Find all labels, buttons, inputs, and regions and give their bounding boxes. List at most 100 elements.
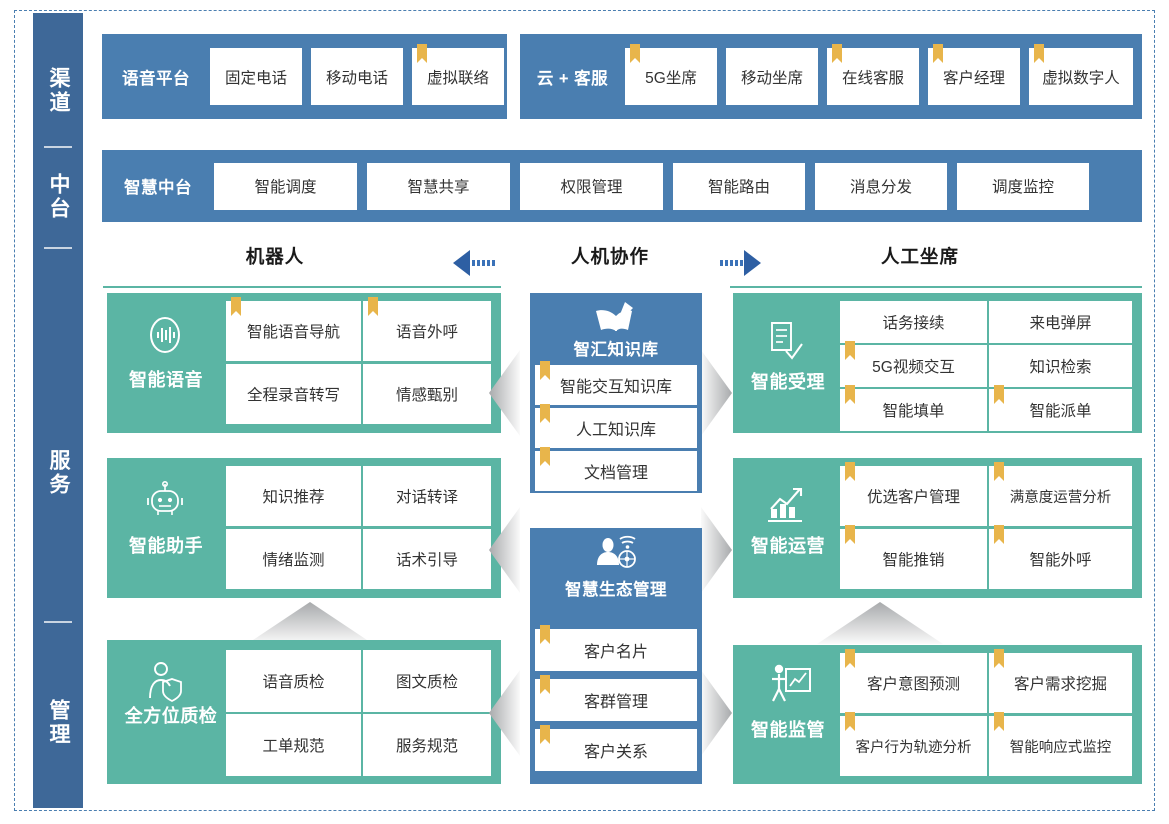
diagram-outer-frame xyxy=(14,10,1155,811)
ribbon-icon xyxy=(845,712,855,731)
cell-smart-voice-navigation[interactable]: 智能语音导航 xyxy=(226,297,361,361)
channel-chip-mobile-seat[interactable]: 移动坐席 xyxy=(726,48,818,105)
cell-knowledge-search[interactable]: 知识检索 xyxy=(989,345,1132,387)
cell-knowledge-recommendation[interactable]: 知识推荐 xyxy=(226,466,361,526)
krow-manual-knowledge-base[interactable]: 人工知识库 xyxy=(535,404,697,448)
cell-text-image-quality-check[interactable]: 图文质检 xyxy=(363,650,491,712)
section-header-robot: 机器人 xyxy=(245,246,305,267)
cell-call-handover[interactable]: 话务接续 xyxy=(840,301,987,343)
arrow-right-center-lower-icon xyxy=(700,668,734,758)
cell-incoming-call-popup-label: 来电弹屏 xyxy=(1029,315,1092,332)
rail-label-channel: 渠道 xyxy=(47,67,71,115)
ribbon-icon xyxy=(845,525,855,544)
channel-chip-5g-seat[interactable]: 5G坐席 xyxy=(625,44,717,105)
cell-customer-demand-mining-label: 客户需求挖掘 xyxy=(1013,676,1107,693)
channel-group-cloud-service: 云 + 客服 5G坐席 移动坐席 在线客服 客户经理 虚拟数字人 xyxy=(520,34,1142,119)
cell-dialogue-translation[interactable]: 对话转译 xyxy=(363,466,491,526)
arrow-right-center-mid-icon xyxy=(700,505,734,595)
channel-chip-online-service[interactable]: 在线客服 xyxy=(827,44,919,105)
cell-smart-outbound[interactable]: 智能外呼 xyxy=(989,525,1132,589)
rail-label-platform: 中台 xyxy=(47,173,71,221)
cell-smart-dispatching[interactable]: 智能派单 xyxy=(989,385,1132,431)
channel-group-cloud-service-title: 云 + 客服 xyxy=(536,69,609,88)
cell-voice-outbound[interactable]: 语音外呼 xyxy=(363,297,491,361)
cell-emotion-monitoring[interactable]: 情绪监测 xyxy=(226,529,361,589)
arrow-left-tail xyxy=(472,260,496,266)
ribbon-icon xyxy=(845,649,855,668)
channel-chip-virtual-contact[interactable]: 虚拟联络 xyxy=(412,44,504,105)
platform-chip-smart-sharing-label: 智慧共享 xyxy=(407,179,470,196)
cell-smart-marketing-label: 智能推销 xyxy=(882,552,945,569)
cell-customer-behavior-trace-analysis[interactable]: 客户行为轨迹分析 xyxy=(840,712,987,776)
arrow-up-right-icon xyxy=(815,600,945,644)
cell-ticket-standard[interactable]: 工单规范 xyxy=(226,714,361,776)
cell-incoming-call-popup[interactable]: 来电弹屏 xyxy=(989,301,1132,343)
center-panel-eco-management-title: 智慧生态管理 xyxy=(565,581,667,599)
ribbon-icon xyxy=(231,297,241,316)
cell-knowledge-recommendation-label: 知识推荐 xyxy=(262,489,325,506)
channel-chip-landline[interactable]: 固定电话 xyxy=(210,48,302,105)
arrow-left-center-lower-icon xyxy=(487,668,521,758)
cell-service-standard[interactable]: 服务规范 xyxy=(363,714,491,776)
channel-chip-mobile-phone-label: 移动电话 xyxy=(325,69,388,87)
cell-preferred-customer-management[interactable]: 优选客户管理 xyxy=(840,462,987,526)
ribbon-icon xyxy=(540,361,550,380)
cell-satisfaction-operation-analysis[interactable]: 满意度运营分析 xyxy=(989,462,1132,526)
arrow-left-center-upper-icon xyxy=(487,348,521,438)
platform-chip-smart-sharing[interactable]: 智慧共享 xyxy=(367,162,510,210)
channel-chip-mobile-phone[interactable]: 移动电话 xyxy=(311,48,403,105)
channel-chip-account-manager[interactable]: 客户经理 xyxy=(928,44,1020,105)
platform-chip-permission-mgmt[interactable]: 权限管理 xyxy=(520,162,663,210)
rail-label-service: 服务 xyxy=(47,449,71,497)
cell-voice-outbound-label: 语音外呼 xyxy=(395,324,458,341)
rail-segment-service: 服务 xyxy=(33,343,83,603)
person-network-icon xyxy=(590,535,642,575)
krow-interactive-knowledge-base[interactable]: 智能交互知识库 xyxy=(535,361,697,405)
cell-script-guidance[interactable]: 话术引导 xyxy=(363,529,491,589)
krow-customer-group-management[interactable]: 客群管理 xyxy=(535,675,697,721)
ribbon-icon xyxy=(994,525,1004,544)
platform-chip-smart-routing[interactable]: 智能路由 xyxy=(673,162,805,210)
section-header-collaboration: 人机协作 xyxy=(570,246,649,267)
arrow-right-center-upper-icon xyxy=(700,348,734,438)
krow-customer-group-management-label: 客群管理 xyxy=(583,694,648,711)
cell-voice-quality-check[interactable]: 语音质检 xyxy=(226,650,361,712)
cell-script-guidance-label: 话术引导 xyxy=(395,552,458,569)
arrow-right-tail xyxy=(720,260,744,266)
cell-emotion-discrimination-label: 情感甄别 xyxy=(395,387,458,404)
right-group-smart-operation-label: 智能运营 xyxy=(751,536,825,556)
cell-full-recording-transcription[interactable]: 全程录音转写 xyxy=(226,364,361,424)
cell-customer-intent-prediction[interactable]: 客户意图预测 xyxy=(840,649,987,713)
channel-chip-online-service-label: 在线客服 xyxy=(841,69,904,87)
cell-emotion-discrimination[interactable]: 情感甄别 xyxy=(363,364,491,424)
cell-smart-voice-navigation-label: 智能语音导航 xyxy=(246,324,340,341)
cell-smart-responsive-monitoring[interactable]: 智能响应式监控 xyxy=(989,712,1132,776)
cell-smart-responsive-monitoring-label: 智能响应式监控 xyxy=(1009,739,1112,756)
ribbon-icon xyxy=(417,44,427,63)
cell-smart-marketing[interactable]: 智能推销 xyxy=(840,525,987,589)
form-check-icon xyxy=(767,320,805,362)
ribbon-icon xyxy=(1034,44,1044,63)
krow-document-management[interactable]: 文档管理 xyxy=(535,447,697,491)
cell-smart-form-filling-label: 智能填单 xyxy=(882,403,945,420)
platform-chip-message-distribution[interactable]: 消息分发 xyxy=(815,162,947,210)
channel-chip-account-manager-label: 客户经理 xyxy=(942,69,1005,87)
ribbon-icon xyxy=(540,625,550,644)
left-group-smart-voice-label: 智能语音 xyxy=(129,370,203,390)
channel-chip-virtual-human[interactable]: 虚拟数字人 xyxy=(1029,44,1133,105)
ribbon-icon xyxy=(845,341,855,360)
right-group-smart-supervision-label: 智能监管 xyxy=(751,720,825,740)
arrow-left-icon xyxy=(453,250,470,276)
voice-wave-icon xyxy=(143,313,187,357)
ribbon-icon xyxy=(540,675,550,694)
arrow-right-icon xyxy=(744,250,761,276)
platform-chip-dispatch-monitor[interactable]: 调度监控 xyxy=(957,162,1089,210)
ribbon-icon xyxy=(994,385,1004,404)
cell-5g-video-interaction[interactable]: 5G视频交互 xyxy=(840,341,987,387)
krow-customer-relationship[interactable]: 客户关系 xyxy=(535,725,697,771)
ribbon-icon xyxy=(845,385,855,404)
krow-customer-card[interactable]: 客户名片 xyxy=(535,625,697,671)
platform-chip-smart-dispatch[interactable]: 智能调度 xyxy=(214,162,357,210)
cell-customer-demand-mining[interactable]: 客户需求挖掘 xyxy=(989,649,1132,713)
cell-smart-form-filling[interactable]: 智能填单 xyxy=(840,385,987,431)
